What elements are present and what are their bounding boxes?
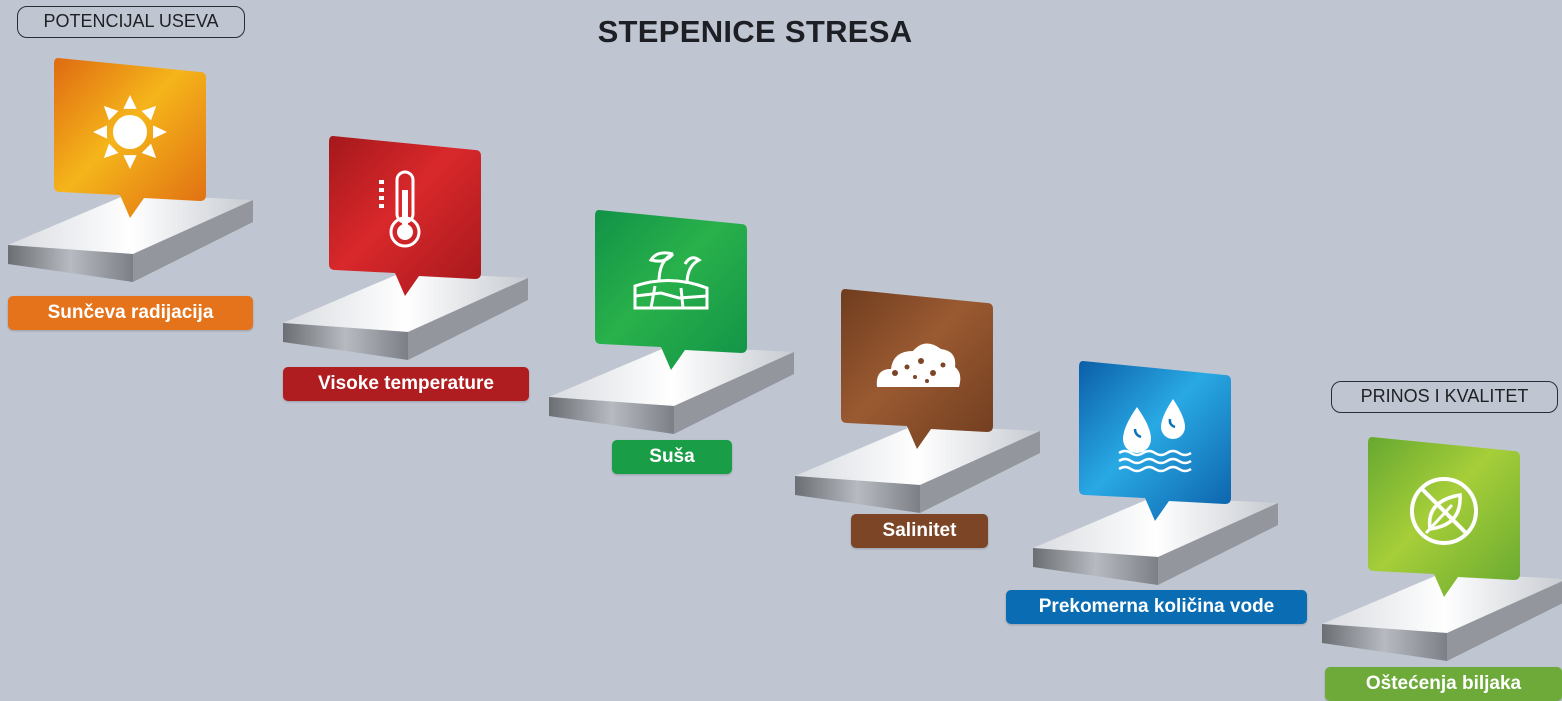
drought-plant-icon xyxy=(633,251,709,310)
step-bubble xyxy=(595,210,747,370)
no-plant-icon xyxy=(1410,477,1478,545)
step-graphic xyxy=(8,58,253,282)
step-platform xyxy=(1322,573,1562,661)
step-platform xyxy=(1033,497,1278,585)
page-title: STEPENICE STRESA xyxy=(597,14,913,49)
step-platform xyxy=(795,425,1040,513)
step-label: Suša xyxy=(612,440,732,474)
step-label: Prekomerna količina vode xyxy=(1006,590,1307,624)
end-label: PRINOS I KVALITET xyxy=(1331,381,1558,413)
step-bubble xyxy=(1368,437,1520,597)
step-graphic xyxy=(795,289,1040,513)
step-graphic xyxy=(1033,361,1278,585)
step-platform xyxy=(549,346,794,434)
step-graphic xyxy=(1322,437,1562,661)
soil-salinity-icon xyxy=(876,343,961,387)
water-drops-icon xyxy=(1118,399,1192,473)
step-platform xyxy=(283,272,528,360)
step-graphic xyxy=(549,210,794,434)
step-graphic xyxy=(283,136,528,360)
step-label: Visoke temperature xyxy=(283,367,529,401)
thermometer-icon xyxy=(379,170,421,248)
step-label: Oštećenja biljaka xyxy=(1325,667,1562,701)
step-platform xyxy=(8,194,253,282)
step-label: Salinitet xyxy=(851,514,988,548)
step-bubble xyxy=(1079,361,1231,521)
step-label: Sunčeva radijacija xyxy=(8,296,253,330)
start-label: POTENCIJAL USEVA xyxy=(17,6,245,38)
sun-icon xyxy=(93,95,167,169)
